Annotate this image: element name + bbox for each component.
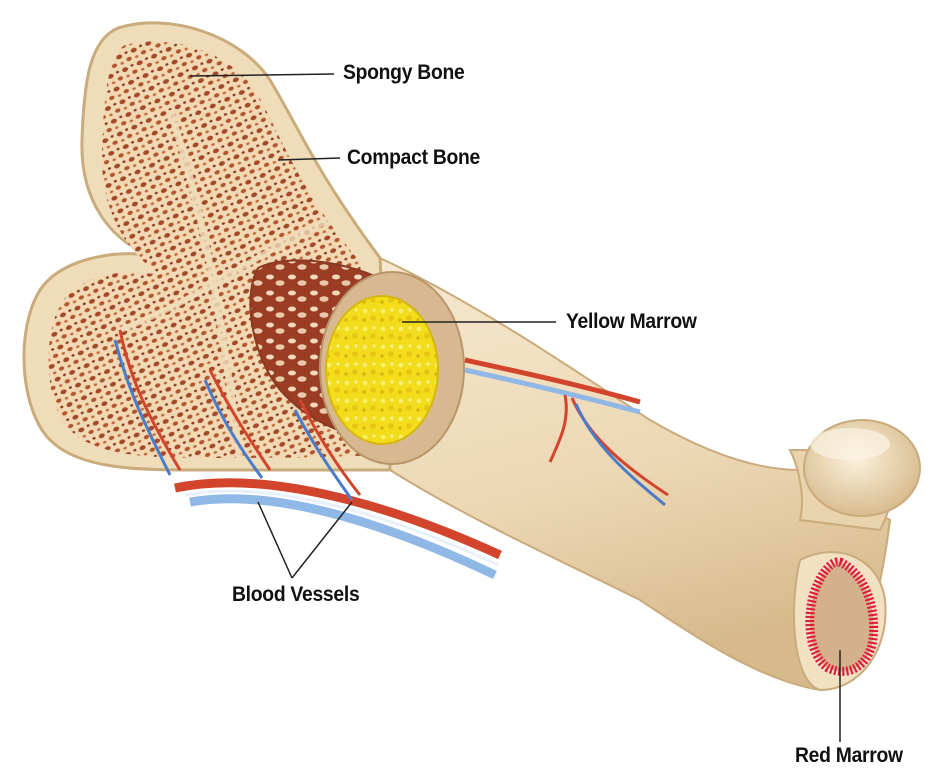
red-marrow-label: Red Marrow (795, 744, 903, 768)
blood-vessels-label: Blood Vessels (232, 583, 359, 607)
yellow-marrow-label: Yellow Marrow (566, 310, 697, 334)
compact-bone-label: Compact Bone (347, 146, 480, 170)
red-marrow-region (810, 562, 874, 672)
yellow-marrow-region (326, 296, 438, 444)
blood-vessels-leader-left (258, 502, 292, 578)
spongy-bone-label: Spongy Bone (343, 61, 464, 85)
